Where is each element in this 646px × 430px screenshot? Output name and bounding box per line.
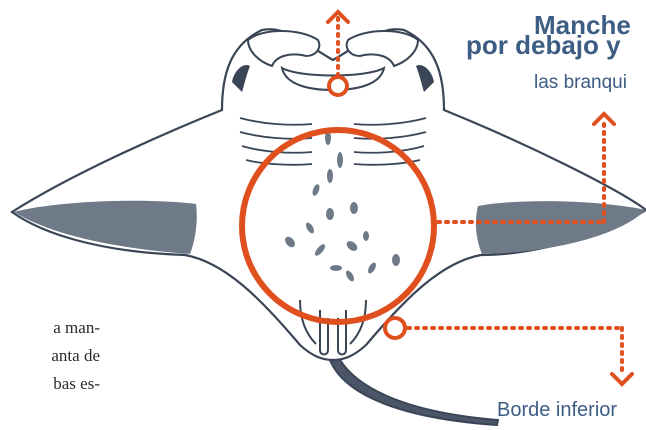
heading-subline: las branqui bbox=[534, 72, 627, 94]
bottom-edge-label: Borde inferior bbox=[497, 399, 617, 422]
body-text-line: a man- bbox=[0, 314, 100, 342]
highlight-circle-mouth bbox=[329, 77, 347, 95]
right-wing-shade bbox=[476, 201, 646, 254]
body-text-line: anta de bbox=[0, 342, 100, 370]
edge-arrow-icon bbox=[612, 374, 632, 384]
highlight-circle-edge bbox=[385, 318, 405, 338]
manta-tail bbox=[328, 352, 498, 425]
body-text-fragment: a man- anta de bas es- bbox=[0, 314, 100, 398]
body-text-line: bas es- bbox=[0, 370, 100, 398]
heading-line-2: por debajo y bbox=[466, 30, 621, 60]
